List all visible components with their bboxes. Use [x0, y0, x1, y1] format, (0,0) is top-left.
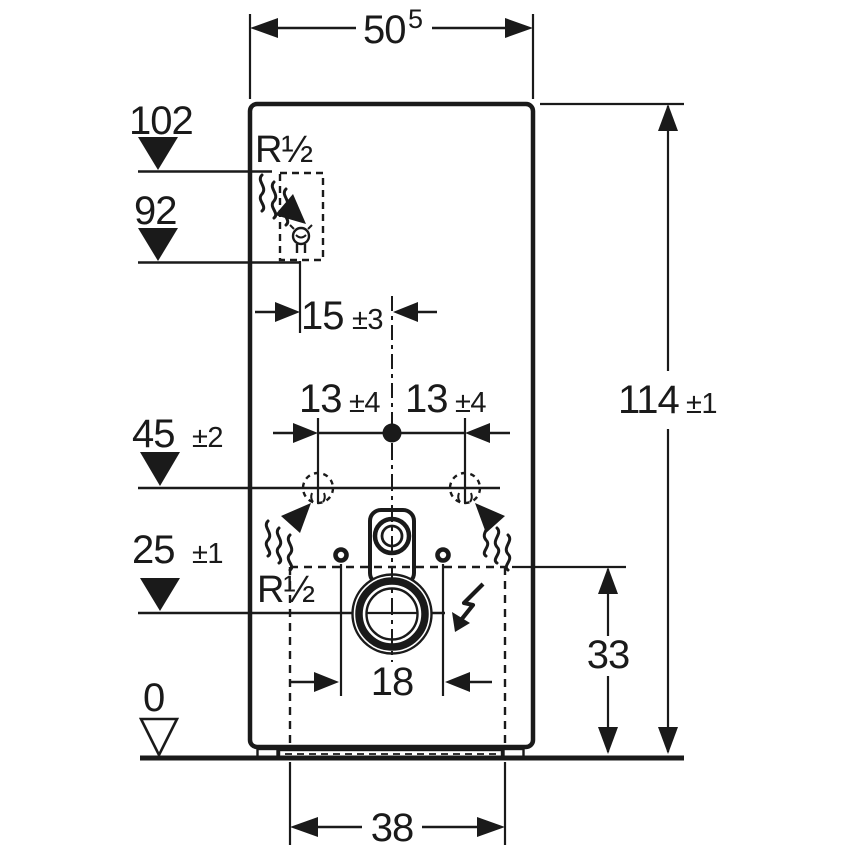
level-25-tolerance: ±1 [192, 538, 223, 570]
flow-arrowhead [475, 503, 505, 533]
arrow-right-icon [293, 423, 318, 443]
arrow-down-icon [658, 727, 678, 754]
bolt-hole-left [333, 547, 349, 563]
trap-marks [457, 492, 473, 504]
arrow-left-icon [250, 18, 278, 38]
level-102-label: 102 [129, 99, 193, 143]
wave-line [264, 519, 272, 558]
dim-13-right-label: 13 [405, 377, 448, 421]
dim-33-label: 33 [587, 633, 630, 677]
wave-line [482, 519, 490, 558]
thread-bottom-label: R½ [257, 569, 314, 611]
dim-13-right-tolerance: ±4 [455, 387, 486, 419]
dim-114-label: 114 [618, 378, 680, 422]
dim-15-label: 15 [301, 294, 344, 338]
level-marker-92: 92 [134, 189, 300, 264]
supply-dashed-box [278, 171, 325, 262]
level-marker-102: 102 [129, 99, 272, 173]
arrow-up-icon [658, 104, 678, 131]
arrow-right-icon [314, 672, 339, 692]
level-triangle-icon [138, 137, 178, 170]
trap-marks [310, 492, 326, 504]
level-0-label: 0 [143, 676, 164, 720]
wave-line [258, 173, 266, 213]
arrow-left-icon [393, 302, 418, 322]
level-92-label: 92 [134, 189, 177, 233]
dimension-offset-13: 13 ±4 13 ±4 [273, 377, 510, 503]
level-25-label: 25 [132, 528, 175, 572]
dim-18-label: 18 [371, 660, 414, 704]
dim-114-tolerance: ±1 [686, 388, 717, 420]
service-zone: R½ [257, 565, 507, 752]
arrow-left-icon [445, 672, 470, 692]
dim-50-superscript: 5 [408, 4, 423, 34]
level-triangle-icon [140, 452, 180, 486]
arrow-right-icon [275, 302, 300, 322]
lightning-icon [452, 582, 485, 632]
arrow-left-icon [290, 817, 318, 837]
wave-line [275, 526, 283, 565]
dimension-top-width: 50 5 [248, 4, 535, 99]
thread-top-label: R½ [255, 129, 312, 171]
dim-13-left-label: 13 [299, 377, 342, 421]
lightning-bolt [459, 582, 485, 622]
reference-dot [382, 423, 402, 443]
arrow-left-icon [465, 423, 490, 443]
side-connection-right [448, 471, 482, 505]
wave-line [493, 526, 501, 565]
tap-legs [295, 244, 307, 253]
dim-50-label: 50 [363, 8, 406, 52]
water-flow-arrow-icon-right [475, 503, 512, 572]
tap-detail [295, 234, 307, 239]
arrow-up-icon [598, 567, 618, 594]
flow-arrowhead [281, 503, 311, 533]
floor-level-triangle-icon [138, 717, 180, 758]
flow-arrowhead [275, 194, 306, 224]
dimension-depth-33: 33 [512, 565, 630, 754]
arrow-down-icon [598, 727, 618, 754]
wave-line [270, 180, 278, 220]
dim-15-tolerance: ±3 [352, 304, 383, 336]
tap-icon [289, 224, 313, 253]
wave-line [504, 533, 512, 572]
water-flow-arrow-icon [258, 173, 306, 227]
dimension-bottom-width-38: 38 [288, 762, 507, 850]
arrow-right-icon [477, 817, 505, 837]
bolt-hole-right [435, 547, 451, 563]
tap-body [291, 226, 311, 246]
side-connection-left [301, 471, 335, 505]
dimension-total-height: 114 ±1 [540, 102, 718, 754]
level-triangle-icon [140, 578, 180, 611]
dimension-width-18: 18 [291, 564, 492, 704]
level-45-label: 45 [132, 412, 175, 456]
dim-13-left-tolerance: ±4 [349, 387, 380, 419]
lightning-arrowhead [452, 612, 470, 632]
dim-38-label: 38 [371, 806, 414, 850]
level-45-tolerance: ±2 [192, 422, 223, 454]
level-marker-0: 0 [138, 676, 180, 758]
level-triangle-icon [138, 228, 178, 261]
water-supply-zone: R½ [255, 129, 325, 333]
tap-handle [289, 224, 313, 230]
dimension-offset-15: 15 ±3 [255, 294, 437, 338]
arrow-right-icon [505, 18, 533, 38]
